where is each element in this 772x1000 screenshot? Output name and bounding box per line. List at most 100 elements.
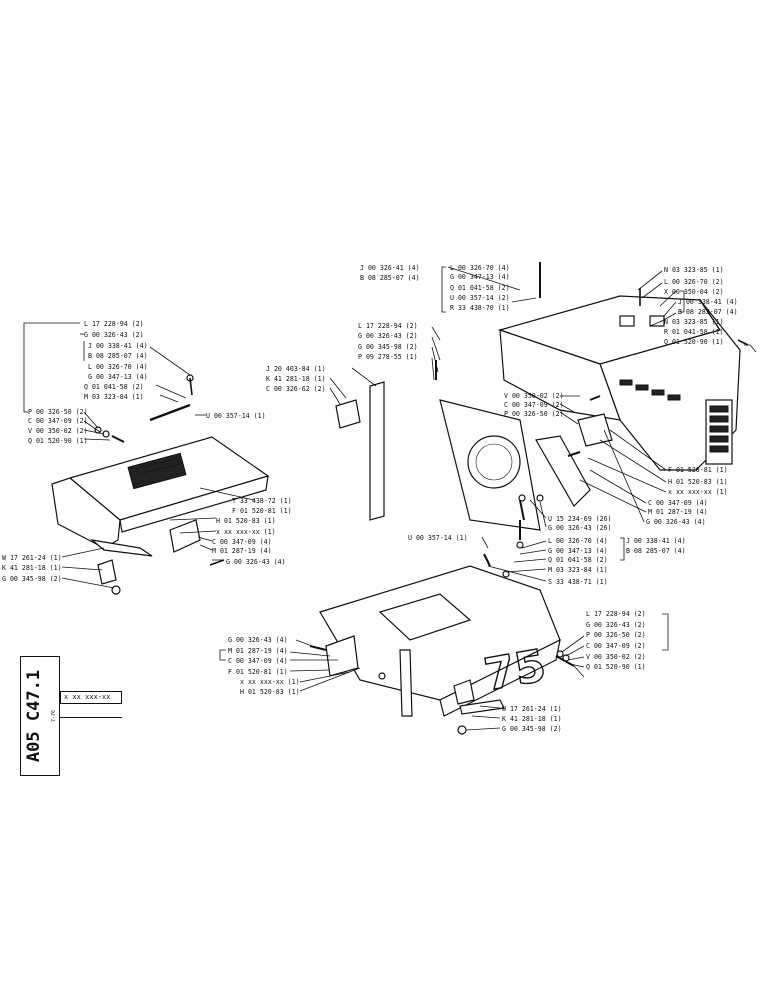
callout-label: V 00 350-02 (2)	[586, 653, 646, 661]
callout-label: G 00 345-98 (2)	[358, 343, 418, 351]
callout-label: B 08 285-07 (4)	[360, 274, 420, 282]
hood-louvres	[619, 379, 681, 401]
callout-label: G 00 326-43 (4)	[226, 558, 286, 566]
callout-label: C 00 347-09 (4)	[212, 538, 272, 546]
title-block-frame	[20, 656, 60, 776]
left-grille-slots	[137, 457, 181, 475]
fan-shroud-assembly	[335, 360, 601, 549]
mount-block	[335, 399, 361, 429]
callout-label: F 01 520-81 (1)	[228, 668, 288, 676]
callout-label: G 00 347-13 (4)	[450, 273, 510, 281]
callout-label: Q 01 041-58 (2)	[548, 556, 608, 564]
left-strap	[89, 539, 153, 557]
left-callout-leaders	[23, 322, 255, 589]
callout-label: T 33 438-72 (1)	[232, 497, 292, 505]
callout-label: C 00 347-09 (4)	[648, 499, 708, 507]
callout-label: C 00 347-09 (2)	[28, 417, 88, 425]
callout-label: B 08 285-07 (4)	[626, 547, 686, 555]
callout-label: G 00 326-43 (4)	[646, 518, 706, 526]
callout-label: U 15 234-69 (26)	[548, 515, 612, 523]
callout-label: F 01 520-81 (1)	[668, 466, 728, 474]
callout-label: G 00 326-43 (2)	[358, 332, 418, 340]
callout-label: Q 01 041-58 (2)	[450, 284, 510, 292]
callout-label: B 08 285-07 (4)	[678, 308, 738, 316]
callout-label: X 00 350-04 (2)	[664, 288, 724, 296]
callout-label: L 00 326-70 (4)	[548, 537, 608, 545]
shroud-side-bracket	[535, 435, 591, 507]
right-callout-leaders	[219, 266, 757, 731]
rear-cover-leg	[399, 649, 413, 717]
callout-label: G 00 326-43 (2)	[84, 331, 144, 339]
big-number-75: 75	[481, 640, 550, 701]
callout-labels: L 17 228-94 (2) G 00 326-43 (2) J 00 338…	[2, 264, 738, 733]
callout-label: V 00 350-02 (2)	[504, 392, 564, 400]
left-cover-assembly	[51, 374, 270, 595]
callout-label: N 03 323-85 (1)	[664, 266, 724, 274]
callout-label: P 00 326-50 (2)	[28, 408, 88, 416]
callout-label: R 01 041-58 (1)	[664, 328, 724, 336]
callout-label: Q 01 520-90 (1)	[28, 437, 88, 445]
callout-label: G 00 326-43 (2)	[586, 621, 646, 629]
callout-label: P 09 278-55 (1)	[358, 353, 418, 361]
callout-label: G 00 326-43 (26)	[548, 524, 612, 532]
callout-label: J 00 326-41 (4)	[360, 264, 420, 272]
callout-label: C 00 347-09 (2)	[586, 642, 646, 650]
callout-label: B 08 285-07 (4)	[88, 352, 148, 360]
callout-label: L 17 228-94 (2)	[586, 610, 646, 618]
callout-label: M 01 287-19 (4)	[228, 647, 288, 655]
callout-label: Q 01 041-58 (2)	[84, 383, 144, 391]
callout-label: K 41 281-18 (1)	[502, 715, 562, 723]
callout-label: G 00 345-98 (2)	[2, 575, 62, 583]
left-rod	[149, 403, 191, 422]
callout-label: J 00 338-41 (4)	[678, 298, 738, 306]
document-id: A05 C47.1	[20, 656, 48, 776]
callout-label: V 00 350-02 (2)	[28, 427, 88, 435]
callout-label: N 03 323-85 (1)	[664, 318, 724, 326]
callout-label: L 00 326-70 (2)	[664, 278, 724, 286]
callout-label: U 00 357-14 (2)	[450, 294, 510, 302]
callout-label: G 00 347-13 (4)	[548, 547, 608, 555]
callout-label: S 33 438-71 (1)	[548, 578, 608, 586]
callout-label: J 00 338-41 (4)	[88, 342, 148, 350]
callout-label: L 17 228-94 (2)	[84, 320, 144, 328]
callout-label: H 01 520-83 (1)	[216, 517, 276, 525]
callout-label: G 00 326-43 (4)	[228, 636, 288, 644]
callout-label: M 03 323-84 (1)	[84, 393, 144, 401]
callout-label: G 00 347-13 (4)	[88, 373, 148, 381]
callout-label: L 17 228-94 (2)	[358, 322, 418, 330]
callout-label: R 33 438-70 (1)	[450, 304, 510, 312]
left-hinge	[169, 519, 201, 553]
callout-label: x xx xxx-xx (1)	[216, 528, 276, 536]
callout-label: K 41 281-18 (1)	[2, 564, 62, 572]
callout-label: C 00 347-09 (4)	[228, 657, 288, 665]
callout-label: L 00 326-70 (4)	[88, 363, 148, 371]
callout-label: L 00 326-70 (4)	[450, 264, 510, 272]
callout-label: F 01 520-81 (1)	[232, 507, 292, 515]
hood-side	[499, 329, 621, 421]
left-cover-skirt	[51, 477, 121, 549]
rear-hook	[453, 679, 475, 705]
callout-label: H 01 520-83 (1)	[668, 478, 728, 486]
left-clamp	[97, 559, 117, 585]
callout-label: Q 01 520-90 (1)	[664, 338, 724, 346]
callout-label: H 01 520-83 (1)	[240, 688, 300, 696]
callout-label: x xx xxx-xx (1)	[240, 678, 300, 686]
shroud-bracket	[369, 381, 385, 521]
reference-rule	[60, 717, 122, 718]
callout-label: W 17 261-24 (1)	[2, 554, 62, 562]
hood-clip	[619, 315, 635, 327]
rear-bracket	[325, 635, 359, 677]
callout-label: Q 01 520-90 (1)	[586, 663, 646, 671]
callout-label: G 00 345-98 (2)	[502, 725, 562, 733]
left-nut	[111, 585, 121, 595]
left-bolt-shaft	[189, 377, 193, 396]
document-date: 7-76	[48, 656, 60, 776]
callout-label: C 00 347-09 (2)	[504, 401, 564, 409]
callout-label: M 01 287-19 (4)	[648, 508, 708, 516]
rear-cover-panel	[378, 593, 472, 641]
rear-strap	[459, 699, 505, 715]
callout-label: M 03 323-84 (1)	[548, 566, 608, 574]
callout-label: x xx xxx-xx (1)	[668, 488, 728, 496]
callout-label: P 00 326-50 (2)	[586, 631, 646, 639]
